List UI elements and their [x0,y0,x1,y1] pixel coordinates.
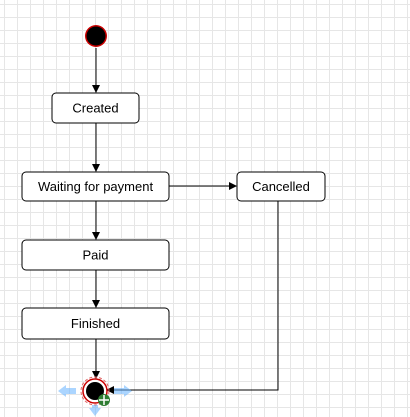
state-created-label: Created [72,101,118,116]
transition-cancelled-to-final[interactable] [106,201,279,394]
state-cancelled-label: Cancelled [252,179,310,194]
down-arrow-handle-icon[interactable] [89,405,101,416]
right-arrow-handle-icon[interactable] [114,385,132,397]
left-arrow-handle-icon[interactable] [58,385,76,397]
move-handle-icon[interactable] [98,394,110,406]
state-created[interactable]: Created [51,92,140,124]
initial-state[interactable] [85,25,107,47]
state-cancelled[interactable]: Cancelled [236,171,326,202]
state-paid-label: Paid [82,248,108,263]
state-waiting-for-payment-label: Waiting for payment [38,179,154,194]
state-finished[interactable]: Finished [21,307,170,340]
state-paid[interactable]: Paid [21,239,170,271]
state-finished-label: Finished [71,316,120,331]
state-waiting-for-payment[interactable]: Waiting for payment [21,171,170,202]
